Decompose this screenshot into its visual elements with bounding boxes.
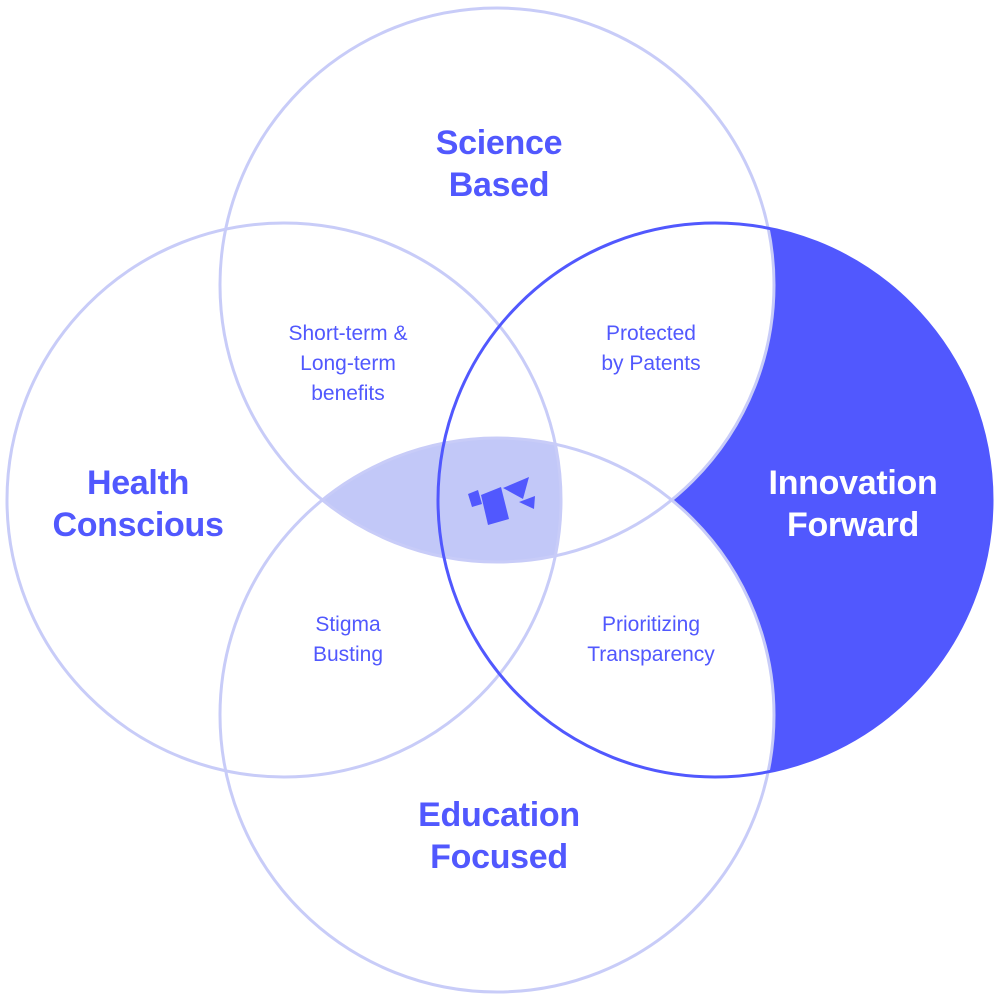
innovation-circle [436,221,994,779]
category-science-label: Science Based [435,124,563,204]
overlap-innovation-education-label: Prioritizing Transparency [587,613,715,666]
health-circle [5,221,563,779]
overlap-science-innovation-label: Protected by Patents [601,322,701,375]
category-innovation-label: Innovation Forward [768,464,938,544]
category-health-label: Health Conscious [52,464,224,544]
overlap-science-health-label: Short-term & Long-term benefits [288,322,408,405]
education-circle [218,436,776,994]
innovation-exclusive-region [438,223,992,777]
brand-logo-icon [468,477,535,525]
overlap-health-education-label: Stigma Busting [312,613,384,666]
science-circle [218,6,776,564]
category-education-label: Education Focused [418,796,580,876]
